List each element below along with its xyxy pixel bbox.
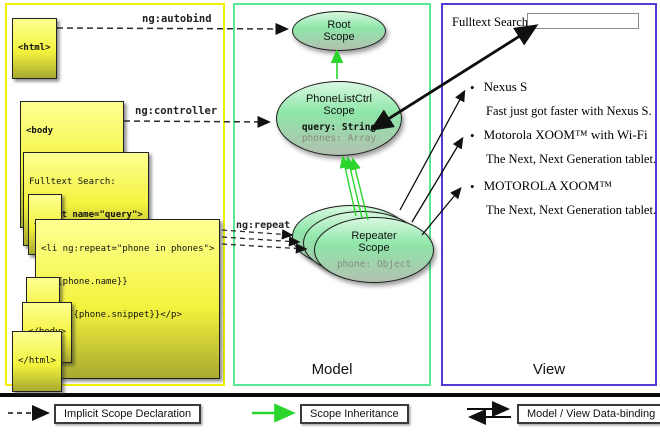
repeater-scope-ellipse-front: Repeater Scope phone: Object [314, 217, 434, 283]
view-phone-item: • Motorola XOOM™ with Wi-Fi The Next, Ne… [470, 128, 656, 167]
repeater-scope-title: Repeater Scope [351, 229, 397, 255]
label-ng-controller: ng:controller [135, 105, 218, 117]
legend-separator [0, 393, 660, 397]
code-line: <p>{{phone.snippet}}</p> [41, 310, 182, 320]
bullet-icon: • [470, 127, 475, 143]
prop-query: query: String [301, 121, 377, 133]
legend-implicit-scope-declaration: Implicit Scope Declaration [54, 404, 202, 424]
repeater-scope-props: phone: Object [337, 259, 411, 271]
phone-snippet: The Next, Next Generation tablet. [486, 152, 657, 166]
view-search-label: Fulltext Search: [452, 15, 532, 29]
root-scope-ellipse: Root Scope [292, 11, 386, 51]
model-column: Model [233, 3, 431, 386]
phonelistctrl-scope-title: PhoneListCtrl Scope [305, 92, 373, 118]
bullet-icon: • [470, 79, 475, 95]
code-line: {{phone.name}} [41, 277, 128, 287]
code-line: <body [26, 126, 54, 136]
label-ng-repeat: ng:repeat [236, 220, 291, 231]
bullet-icon: • [470, 178, 475, 194]
view-phone-item: • Nexus S Fast just got faster with Nexu… [470, 80, 652, 119]
phone-name: MOTOROLA XOOM™ [483, 178, 612, 193]
phone-name: Nexus S [483, 79, 528, 94]
prop-phone: phone: Object [336, 258, 412, 270]
code-box-li-repeat: <li ng:repeat="phone in phones"> {{phone… [35, 219, 221, 379]
code-line: </html> [18, 356, 56, 366]
prop-phones: phones: Array [301, 133, 377, 144]
code-box-html-close: </html> [12, 331, 62, 392]
root-scope-title: Root Scope [323, 18, 355, 44]
code-line: Fulltext Search: [29, 177, 116, 187]
model-column-title: Model [311, 361, 353, 378]
phone-snippet: Fast just got faster with Nexus S. [486, 104, 652, 118]
phonelistctrl-scope-ellipse: PhoneListCtrl Scope query: String phones… [276, 81, 402, 156]
phonelistctrl-scope-props: query: String phones: Array [302, 122, 376, 145]
phone-name: Motorola XOOM™ with Wi-Fi [483, 127, 648, 142]
view-column-title: View [532, 361, 566, 378]
code-line: <li ng:repeat="phone in phones"> [41, 244, 215, 254]
code-box-html-open: <html> [12, 18, 57, 79]
legend-model-view-databinding: Model / View Data-binding [517, 404, 660, 424]
code-line: <html> [18, 43, 51, 53]
phone-snippet: The Next, Next Generation tablet. [486, 203, 657, 217]
legend-scope-inheritance: Scope Inheritance [300, 404, 409, 424]
label-ng-autobind: ng:autobind [142, 13, 212, 25]
view-search-input[interactable] [527, 13, 639, 29]
view-phone-item: • MOTOROLA XOOM™ The Next, Next Generati… [470, 179, 656, 218]
